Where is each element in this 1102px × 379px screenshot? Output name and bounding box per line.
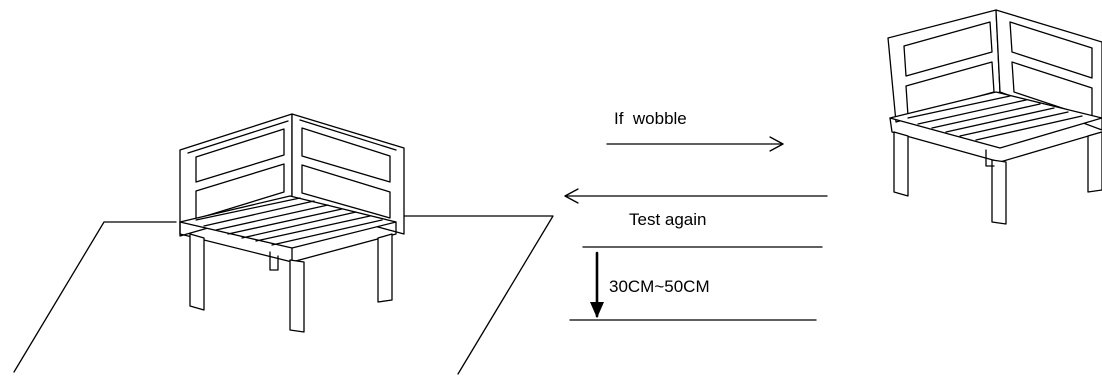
if-wobble-label: If wobble — [614, 109, 687, 128]
test-again-arrow — [564, 188, 828, 204]
test-again-label: Test again — [629, 210, 707, 229]
corner-chair-drawing — [179, 113, 405, 333]
drop-height-label: 30CM~50CM — [609, 277, 710, 296]
if-wobble-arrow — [606, 136, 784, 152]
floor-plane — [13, 215, 554, 375]
arrow-down-icon — [590, 302, 604, 318]
drop-height-indicator — [569, 246, 823, 321]
corner-chair-tilted-drawing — [887, 9, 1102, 225]
